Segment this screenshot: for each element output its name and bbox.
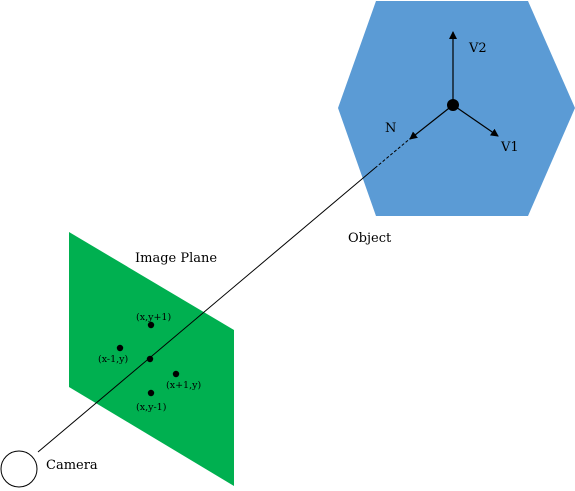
camera-ray	[37, 167, 376, 453]
camera-label: Camera	[46, 458, 98, 473]
pixel-label-left: (x-1,y)	[98, 354, 128, 365]
image-plane-label: Image Plane	[135, 251, 217, 266]
pixel-label-right: (x+1,y)	[166, 380, 201, 391]
object-label: Object	[348, 231, 392, 246]
pixel-label-up: (x,y+1)	[136, 312, 171, 323]
pixel-point-up	[147, 321, 155, 329]
pixel-point-right	[172, 370, 180, 378]
pixel-point-center	[146, 355, 154, 363]
vector-v1-label: V1	[500, 140, 519, 155]
camera-ray-dashed	[374, 136, 413, 169]
camera-circle	[0, 450, 38, 488]
vector-n-arrow	[409, 104, 454, 140]
pixel-point-left	[116, 344, 124, 352]
vector-n-label: N	[385, 121, 396, 136]
vector-v1-arrow	[452, 104, 499, 137]
vector-v2-label: V2	[468, 41, 487, 56]
pixel-label-down: (x,y-1)	[136, 402, 166, 413]
object-center-point	[447, 99, 459, 111]
pixel-point-down	[147, 389, 155, 397]
